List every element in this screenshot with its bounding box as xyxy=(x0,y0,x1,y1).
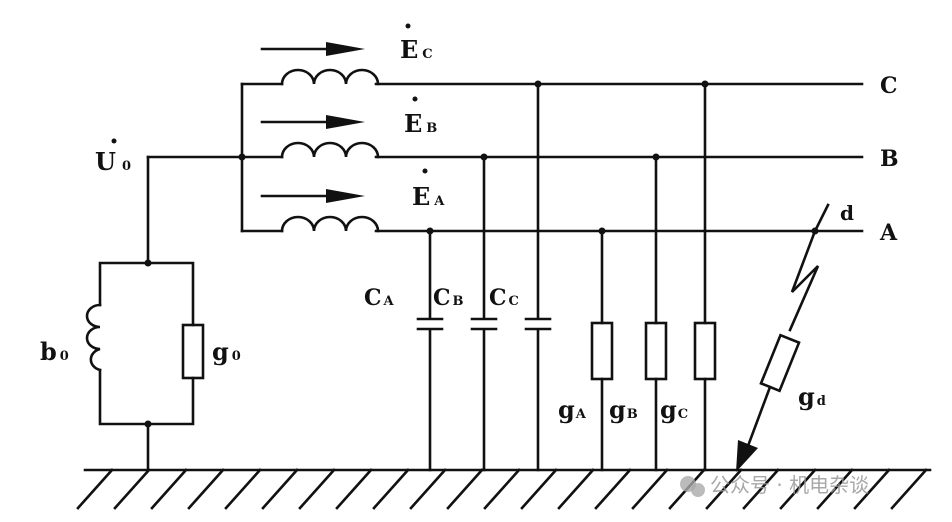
svg-text:gB: gB xyxy=(609,395,638,424)
inductor-b xyxy=(280,141,380,159)
phase-b-line xyxy=(146,141,864,159)
inductor-b0 xyxy=(85,303,102,372)
svg-text:EB: EB xyxy=(404,109,437,138)
phase-c-line xyxy=(240,68,864,86)
inductor-c xyxy=(280,68,380,86)
svg-text:CA: CA xyxy=(364,285,395,311)
svg-text:gA: gA xyxy=(558,395,587,424)
capacitors xyxy=(416,80,552,472)
svg-text:B: B xyxy=(880,146,899,172)
emf-arrows xyxy=(260,42,365,203)
svg-text:公众号 · 机电杂谈: 公众号 · 机电杂谈 xyxy=(710,473,869,497)
fault-path xyxy=(736,203,830,472)
svg-text:b0: b0 xyxy=(40,337,69,366)
resistor-g0 xyxy=(181,323,205,380)
leakage-resistors xyxy=(590,80,717,472)
svg-text:gC: gC xyxy=(660,395,688,424)
svg-text:A: A xyxy=(879,220,898,246)
resistor-gd xyxy=(759,333,801,393)
svg-text:g0: g0 xyxy=(212,337,241,366)
ground xyxy=(76,468,932,510)
inductor-a xyxy=(280,215,380,233)
svg-text:EA: EA xyxy=(412,182,445,211)
phase-a-line xyxy=(240,215,864,233)
svg-text:U0: U0 xyxy=(95,147,131,176)
svg-text:d: d xyxy=(840,201,854,225)
svg-text:C: C xyxy=(880,73,898,99)
watermark: 公众号 · 机电杂谈 xyxy=(680,473,869,497)
neutral-branch xyxy=(85,153,246,472)
svg-text:EC: EC xyxy=(400,35,433,64)
svg-text:CB: CB xyxy=(433,285,464,311)
svg-text:CC: CC xyxy=(489,285,519,311)
svg-text:gd: gd xyxy=(798,382,826,411)
